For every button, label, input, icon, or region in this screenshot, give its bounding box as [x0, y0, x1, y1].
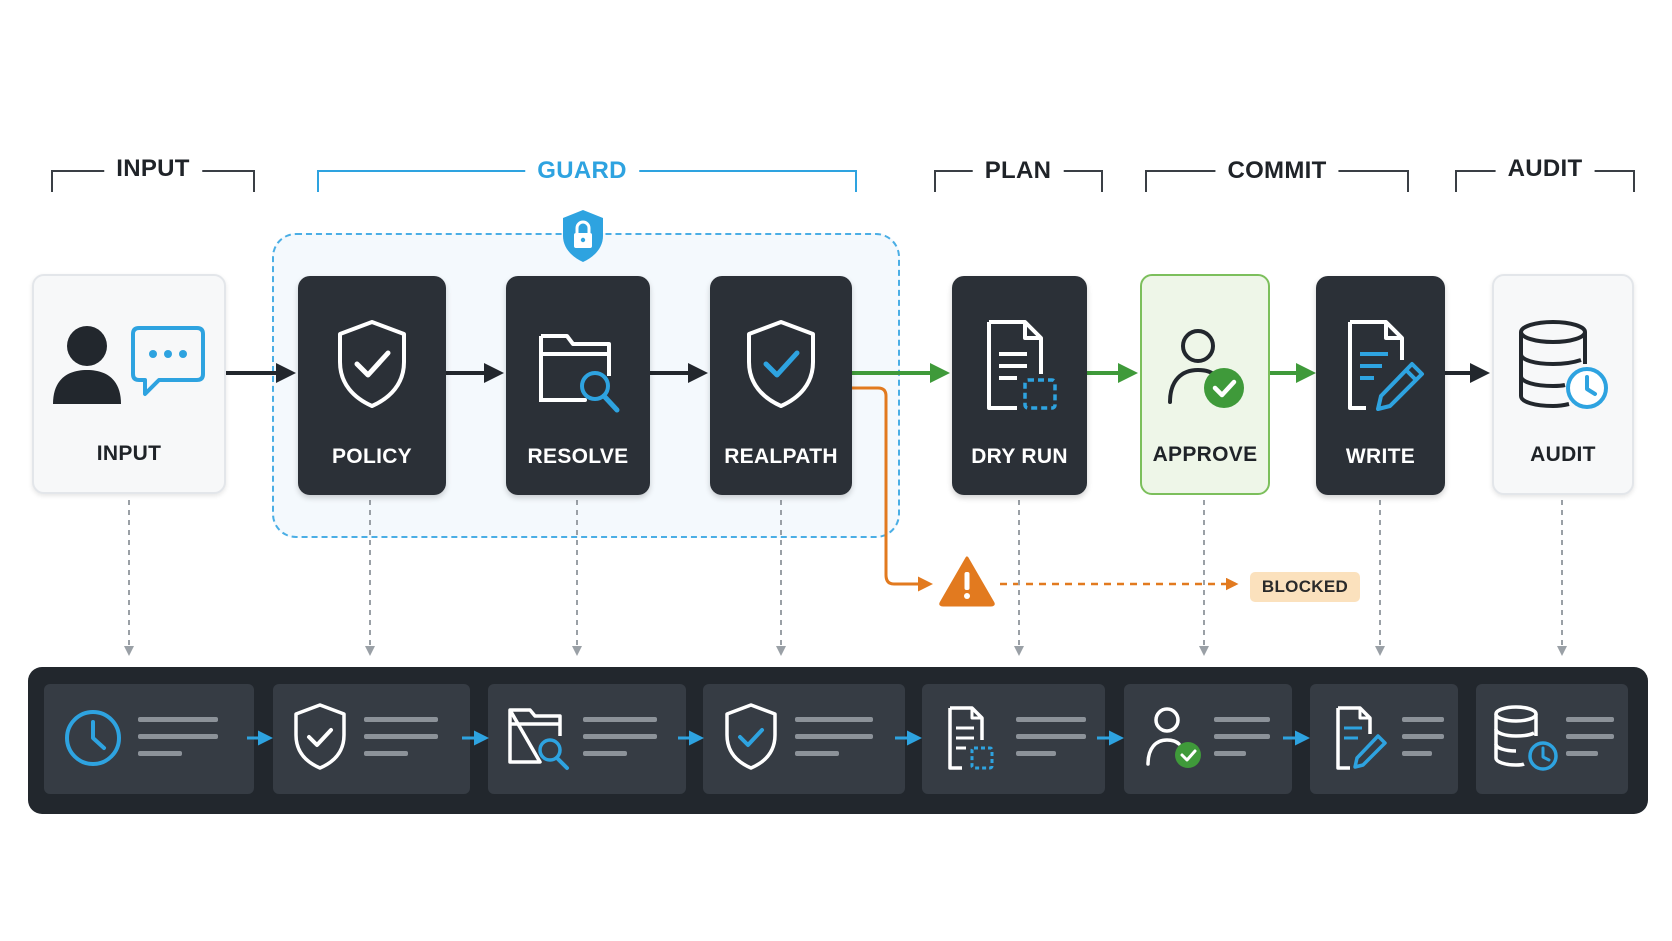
group-title-audit: AUDIT: [1495, 155, 1595, 183]
edge-realpath-warning: [852, 386, 933, 592]
document-dashed-icon: [986, 320, 1057, 410]
shield-check-icon: [294, 703, 346, 770]
shield-check-icon: [338, 320, 406, 408]
database-clock-icon: [1494, 705, 1558, 771]
node-resolve[interactable]: RESOLVE: [506, 276, 650, 495]
node-dryrun-label: DRY RUN: [971, 445, 1068, 468]
node-approve[interactable]: APPROVE: [1140, 274, 1270, 495]
folder-search-icon: [508, 708, 569, 770]
group-title-plan: PLAN: [972, 157, 1064, 185]
node-audit-label: AUDIT: [1530, 443, 1596, 466]
node-write[interactable]: WRITE: [1316, 276, 1445, 495]
lock-icon: [563, 210, 603, 262]
blocked-badge: BLOCKED: [1250, 572, 1360, 602]
user-check-icon: [1146, 707, 1201, 768]
node-input-label: INPUT: [96, 442, 162, 465]
document-edit-icon: [1336, 706, 1387, 770]
database-clock-icon: [1519, 320, 1608, 409]
shield-check-icon: [725, 703, 777, 770]
node-policy-label: POLICY: [332, 445, 412, 468]
node-resolve-label: RESOLVE: [527, 445, 629, 468]
document-edit-icon: [1347, 320, 1424, 411]
node-realpath-label: REALPATH: [724, 445, 838, 468]
node-write-label: WRITE: [1345, 445, 1416, 468]
warning-icon: [939, 556, 995, 607]
node-dryrun[interactable]: DRY RUN: [952, 276, 1087, 495]
chat-bubble-icon: [131, 326, 205, 396]
group-title-guard: GUARD: [525, 157, 639, 185]
node-policy[interactable]: POLICY: [298, 276, 446, 495]
node-approve-label: APPROVE: [1152, 443, 1258, 466]
folder-search-icon: [539, 334, 620, 413]
clock-icon: [65, 710, 121, 766]
user-icon: [53, 326, 121, 404]
group-title-commit: COMMIT: [1215, 157, 1339, 185]
node-audit[interactable]: AUDIT: [1492, 274, 1634, 495]
log-text-lines: [138, 717, 1614, 756]
node-realpath[interactable]: REALPATH: [710, 276, 852, 495]
group-title-input: INPUT: [104, 155, 202, 183]
document-dashed-icon: [948, 706, 994, 770]
user-check-icon: [1168, 329, 1244, 408]
shield-check-icon: [747, 320, 815, 408]
node-input[interactable]: INPUT: [32, 274, 226, 494]
